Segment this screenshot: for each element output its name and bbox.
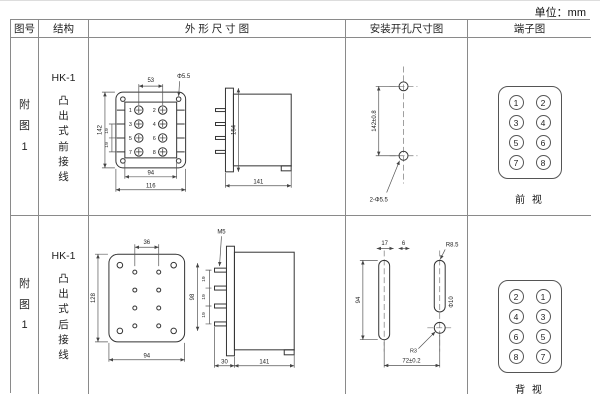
dimension-labels: 53 Φ5.5 142 19 19 94 116 154 141: [97, 74, 264, 189]
dim-hole-spacing: 142±0.8: [372, 110, 378, 132]
dim-row-gap-2: 19: [201, 294, 207, 300]
terminal-circle: 3: [535, 309, 551, 324]
dimension-lines: [375, 85, 400, 193]
header-structure: 结构: [39, 20, 89, 38]
dim-inner-width: 94: [143, 353, 150, 359]
dim-radius-bottom: R3: [410, 349, 417, 355]
terminal-circle: 7: [535, 349, 551, 364]
terminal-circle: 2: [508, 289, 524, 304]
dim-height: 128: [91, 292, 97, 303]
fig-no-cell-1: 附 图 1: [11, 38, 39, 216]
dimension-lines: [359, 246, 446, 368]
svg-text:1: 1: [129, 108, 132, 114]
dim-depth: 141: [259, 359, 270, 365]
terminal-box-front: 1 2 3 4 5 6 7 8: [497, 86, 562, 179]
header-outline-dims: 外 形 尺 寸 图: [89, 20, 346, 38]
model-label: HK-1: [51, 250, 76, 262]
mounting-slots: [378, 259, 446, 341]
fig-no-cell-2: 附 图 1: [11, 216, 39, 394]
dim-slot-offset: 17: [381, 241, 388, 247]
terminal-cell-rear: 2 1 4 3 6 5 8 7 背 视: [468, 216, 591, 394]
dim-row-gap-1: 19: [104, 128, 110, 134]
dim-side-height: 154: [231, 124, 237, 135]
dim-stud-span: 98: [190, 293, 196, 300]
terminal-circle: 7: [508, 155, 524, 170]
terminal-circle: 4: [535, 115, 551, 130]
svg-text:5: 5: [129, 136, 132, 142]
side-view: [215, 87, 292, 173]
terminal-circle: 4: [508, 309, 524, 324]
dim-depth: 141: [253, 179, 264, 185]
terminal-circle: 1: [508, 95, 524, 110]
terminal-circle: 2: [535, 95, 551, 110]
centerlines: [389, 66, 418, 184]
dim-ear-hole: Φ5.5: [177, 74, 191, 80]
dim-top-width: 36: [143, 240, 150, 246]
outline-drawing-front-wiring: 53 Φ5.5 142 19 19 94 116 154 141 1 2 3 4…: [97, 74, 292, 192]
svg-text:8: 8: [153, 150, 156, 156]
header-fig-no: 图号: [11, 20, 39, 38]
structure-desc: 凸 出 式 前 接 线: [58, 95, 69, 184]
dimension-labels: 17 6 R8.5 94 Φ10 R3 72±0.2: [356, 241, 459, 365]
terminal-numbers: 1 2 3 4 5 6 7 8: [129, 108, 156, 156]
terminal-circle: 5: [535, 329, 551, 344]
svg-text:3: 3: [129, 122, 132, 128]
terminal-circle: 8: [535, 155, 551, 170]
svg-text:4: 4: [153, 122, 156, 128]
dim-inner-width: 94: [147, 170, 154, 176]
structure-desc: 凸 出 式 后 接 线: [58, 273, 69, 362]
dim-slot-width: 6: [402, 241, 406, 247]
outline-drawing-rear-wiring: 36 128 94 M5 98 19 19 19 30 141: [91, 229, 295, 368]
dim-top-width: 53: [147, 78, 154, 84]
dim-row-gap-3: 19: [201, 312, 207, 318]
dimension-lines: [94, 236, 295, 368]
svg-text:7: 7: [129, 150, 132, 156]
dim-hole-callout: 2-Φ5.5: [370, 197, 389, 203]
dim-height: 94: [356, 296, 362, 303]
outline-cell-rear: 36 128 94 M5 98 19 19 19 30 141: [89, 216, 346, 394]
dimension-labels: 142±0.8 2-Φ5.5: [370, 110, 389, 204]
front-view: [115, 91, 187, 169]
dimension-lines: [101, 81, 292, 192]
outline-cell-front: 53 Φ5.5 142 19 19 94 116 154 141 1 2 3 4…: [89, 38, 346, 216]
header-mounting-dims: 安装开孔尺寸图: [346, 20, 468, 38]
svg-text:2: 2: [153, 108, 156, 114]
model-label: HK-1: [51, 72, 76, 84]
dim-row-gap-2: 19: [104, 142, 110, 148]
unit-label: 单位：mm: [534, 7, 586, 19]
dim-hole: Φ10: [449, 296, 455, 308]
side-view: [214, 245, 295, 357]
terminal-view-label-rear: 背 视: [515, 385, 544, 394]
centerlines: [383, 250, 454, 352]
svg-text:6: 6: [153, 136, 156, 142]
header-terminal-diagram: 端子图: [468, 20, 591, 38]
terminal-circle: 5: [508, 135, 524, 150]
terminal-circle: 1: [535, 289, 551, 304]
structure-cell-1: HK-1 凸 出 式 前 接 线: [39, 38, 89, 216]
structure-cell-2: HK-1 凸 出 式 后 接 线: [39, 216, 89, 394]
terminal-cell-front: 1 2 3 4 5 6 7 8 前 视: [468, 38, 591, 216]
dim-outer-width: 116: [146, 183, 156, 189]
mounting-drawing-rear-wiring: 17 6 R8.5 94 Φ10 R3 72±0.2: [356, 241, 459, 368]
dim-row-gap-1: 19: [201, 276, 207, 282]
mounting-cell-rear: 17 6 R8.5 94 Φ10 R3 72±0.2: [346, 216, 468, 394]
mounting-drawing-front-wiring: 142±0.8 2-Φ5.5: [370, 66, 418, 204]
dim-height: 142: [97, 124, 103, 135]
dim-flange-depth: 30: [221, 359, 228, 365]
dim-radius-top: R8.5: [446, 242, 459, 248]
dim-thread: M5: [217, 229, 226, 235]
mounting-cell-front: 142±0.8 2-Φ5.5: [346, 38, 468, 216]
dimension-labels: 36 128 94 M5 98 19 19 19 30 141: [91, 229, 270, 365]
terminal-circle: 6: [508, 329, 524, 344]
dim-width: 72±0.2: [402, 359, 420, 365]
mounting-holes: [398, 81, 409, 161]
spec-table: 图号 结构 外 形 尺 寸 图 安装开孔尺寸图 端子图 附 图 1 HK-1 凸…: [10, 19, 591, 394]
terminal-circle: 8: [508, 349, 524, 364]
rear-view: [108, 253, 186, 343]
terminal-circle: 3: [508, 115, 524, 130]
terminal-view-label-front: 前 视: [515, 195, 544, 206]
terminal-circle: 6: [535, 135, 551, 150]
terminal-box-rear: 2 1 4 3 6 5 8 7: [497, 280, 562, 373]
